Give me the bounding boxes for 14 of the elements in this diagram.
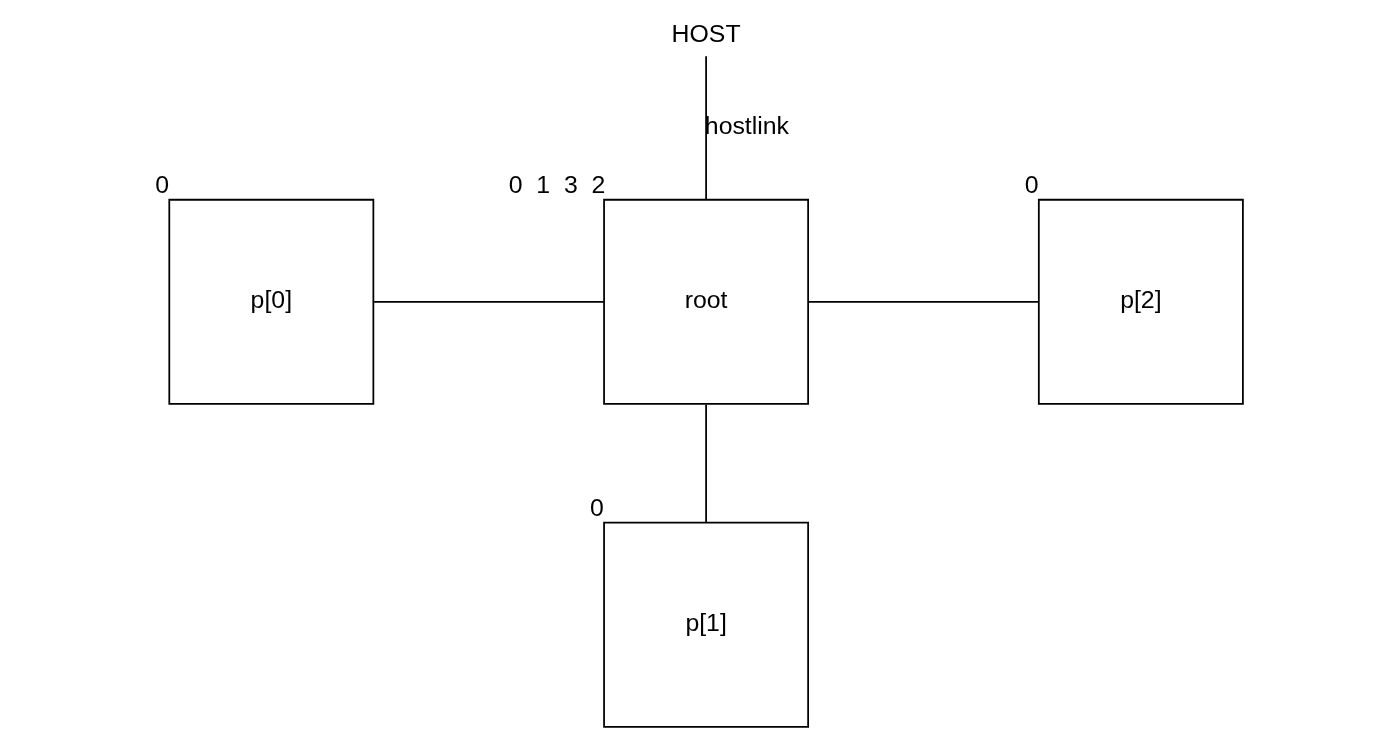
connector xyxy=(704,403,707,524)
node-label: 0 xyxy=(589,493,604,521)
node-label: 0 xyxy=(154,171,169,199)
connector xyxy=(372,300,605,303)
connector xyxy=(704,55,707,201)
edge-label: hostlink xyxy=(704,112,789,140)
node-box: root xyxy=(602,198,809,405)
node-box: p[1] xyxy=(602,521,809,728)
node-label: 0 1 3 2 xyxy=(508,171,605,199)
node-box: p[2] xyxy=(1037,198,1244,405)
node-label: 0 xyxy=(1024,171,1039,199)
node-text: HOST xyxy=(671,20,741,48)
node-box: p[0] xyxy=(167,198,374,405)
connector xyxy=(807,300,1039,303)
